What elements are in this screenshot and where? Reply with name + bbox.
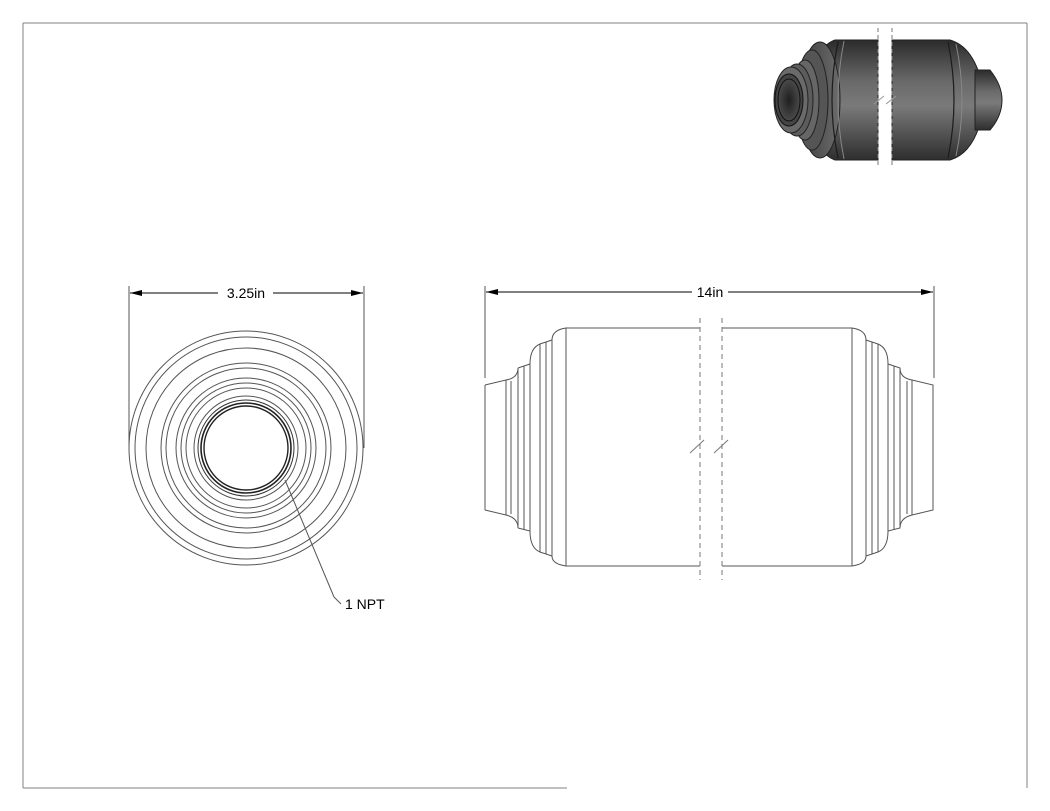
length-dimension (484, 286, 935, 378)
npt-callout: 1 NPT (345, 596, 385, 612)
side-view (484, 327, 934, 567)
diameter-label: 3.25in (227, 285, 265, 301)
side-break-lines (689, 318, 729, 580)
length-label: 14in (697, 284, 723, 300)
npt-leader (284, 479, 342, 605)
end-view (128, 330, 364, 566)
diameter-dimension (128, 286, 365, 448)
isometric-view (773, 28, 1003, 168)
sheet-frame (22, 22, 1028, 789)
